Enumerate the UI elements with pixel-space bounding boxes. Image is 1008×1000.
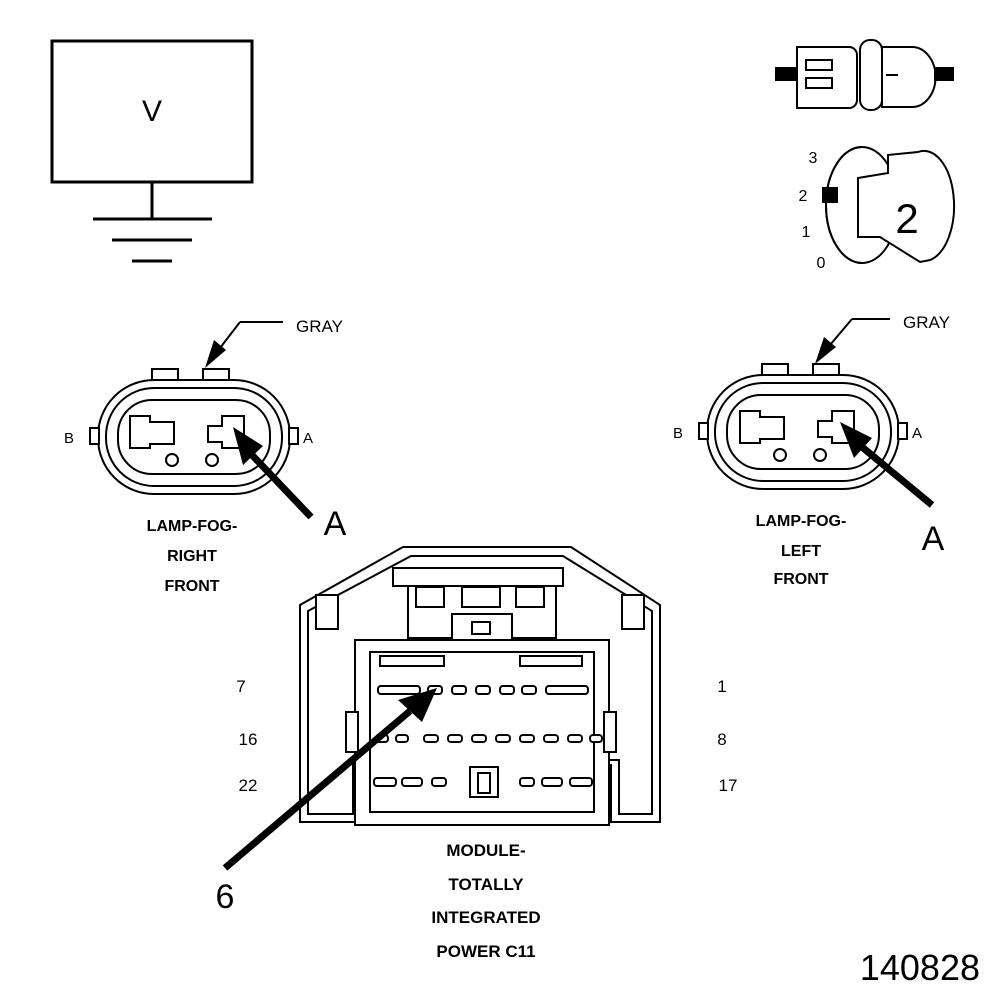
callout-label: A xyxy=(324,505,347,543)
rotary-switch-icon: 3 2 1 0 2 xyxy=(799,146,956,272)
switch-position-0: 0 xyxy=(817,255,826,272)
wire-color-pointer xyxy=(205,321,283,368)
pin-number-7: 7 xyxy=(236,677,245,696)
connector-name-line2: TOTALLY xyxy=(448,875,524,894)
switch-position-3: 3 xyxy=(809,150,818,167)
switch-position-1: 1 xyxy=(802,224,811,241)
pin-number-16: 16 xyxy=(239,730,258,749)
pin-b-label: B xyxy=(64,430,74,447)
probe-connector-icon xyxy=(775,39,954,111)
pin-number-22: 22 xyxy=(239,776,258,795)
pin-b-label: B xyxy=(673,425,683,442)
ground-icon xyxy=(93,217,212,263)
connector-name-line1: LAMP-FOG- xyxy=(756,513,847,530)
callout-label: A xyxy=(922,520,945,558)
connector-name-line4: POWER C11 xyxy=(436,942,535,961)
switch-setting: 2 xyxy=(895,195,918,242)
pin-number-8: 8 xyxy=(717,730,726,749)
connector-name-line2: LEFT xyxy=(781,543,821,560)
connector-name-line1: MODULE- xyxy=(446,841,525,860)
switch-position-2: 2 xyxy=(799,188,808,205)
connector-lamp-fog-left-front: GRAY B A A LAMP-FOG- LEFT FRONT xyxy=(673,313,950,588)
wire-color-label: GRAY xyxy=(903,313,950,332)
pin-a-label: A xyxy=(912,425,922,442)
figure-number: 140828 xyxy=(860,947,980,988)
pin-number-1: 1 xyxy=(717,677,726,696)
callout-label: 6 xyxy=(216,878,235,916)
wire-color-pointer xyxy=(815,318,890,364)
connector-name-line3: INTEGRATED xyxy=(431,908,540,927)
connector-name-line2: RIGHT xyxy=(167,548,217,565)
connector-name-line3: FRONT xyxy=(164,578,219,595)
connector-module-tipm-c11: 7 1 16 8 22 17 6 MODULE- TOTALLY INTEGRA… xyxy=(216,546,738,961)
pin-a-label: A xyxy=(303,430,313,447)
voltmeter-symbol: V xyxy=(50,39,254,263)
wire-color-label: GRAY xyxy=(296,317,343,336)
connector-name-line1: LAMP-FOG- xyxy=(147,518,238,535)
voltmeter-label: V xyxy=(142,95,162,128)
connector-name-line3: FRONT xyxy=(773,571,828,588)
connector-lamp-fog-right-front: GRAY B A A LAMP-FOG- RIGHT FRONT xyxy=(64,317,347,595)
pin-number-17: 17 xyxy=(719,776,738,795)
